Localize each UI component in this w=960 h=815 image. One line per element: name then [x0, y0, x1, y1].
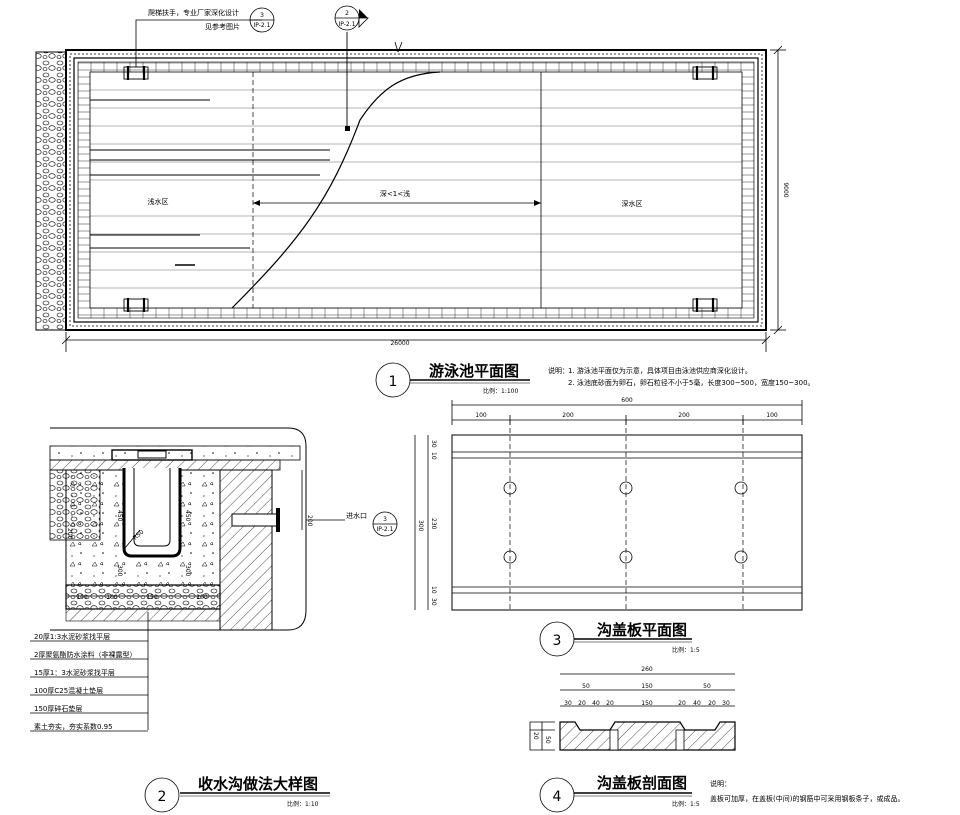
svg-text:20: 20	[532, 732, 539, 740]
svg-text:100: 100	[106, 594, 118, 601]
svg-text:20: 20	[678, 700, 686, 707]
cover-section-title: 沟盖板剖面图	[597, 774, 687, 792]
svg-text:200: 200	[562, 412, 574, 419]
svg-text:100: 100	[475, 412, 487, 419]
layer-1: 20厚1:3水泥砂浆找平层	[34, 632, 110, 641]
layer-list: 20厚1:3水泥砂浆找平层 2厚聚氨酯防水涂料（非裸露型） 15厚1：3水泥砂浆…	[30, 632, 148, 732]
svg-text:150: 150	[641, 683, 653, 690]
ladder-icon	[692, 66, 718, 80]
length-dimension: 26000	[61, 332, 771, 352]
layer-2: 2厚聚氨酯防水涂料（非裸露型）	[34, 650, 136, 659]
cover-plan: 600 100 200 200 100 300 30 10 230 10 30 …	[414, 397, 803, 657]
cover-plan-scale: 比例：1:5	[672, 646, 700, 654]
inlet-label: 进水口	[346, 511, 367, 520]
cover-outline	[451, 434, 803, 611]
cover-holes	[503, 481, 748, 564]
pool-note-2: 2. 泳池底砂面为卵石，卵石粒径不小于5毫，长度300~500，宽度150~30…	[568, 378, 815, 387]
gutter-detail-title: 收水沟做法大样图	[198, 775, 318, 793]
svg-text:40: 40	[693, 700, 701, 707]
section-marker: 2 IP-2.1	[334, 5, 369, 131]
pool-note-label: 说明：	[548, 366, 569, 375]
drawing-index: 3	[553, 633, 562, 649]
pool-floor	[89, 71, 743, 309]
svg-text:IP-2.1: IP-2.1	[377, 526, 394, 533]
detail-ref-sheet: IP-2.1	[254, 22, 271, 29]
svg-text:9000: 9000	[782, 182, 789, 197]
stone-edge	[35, 51, 67, 331]
svg-text:150: 150	[641, 700, 653, 707]
section-ref-number: 2	[345, 10, 349, 17]
svg-text:50: 50	[703, 683, 711, 690]
drawing-index: 4	[553, 789, 562, 805]
gutter-detail-scale: 比例：1:10	[287, 800, 319, 808]
svg-text:230: 230	[430, 518, 437, 530]
svg-text:50: 50	[544, 736, 551, 744]
pool-note-1: 1. 游泳池平面仅为示意，具体项目由泳池供应商深化设计。	[568, 366, 752, 375]
ladder-note-line2: 见参考图片	[205, 22, 240, 31]
svg-text:20: 20	[578, 700, 586, 707]
drawing-index: 2	[158, 789, 167, 805]
svg-text:200: 200	[678, 412, 690, 419]
svg-text:300: 300	[417, 520, 424, 532]
slope-curve	[231, 71, 441, 309]
svg-text:50: 50	[582, 683, 590, 690]
shallow-zone-label: 浅水区	[148, 197, 169, 206]
gutter-bottom-dims: 100 100 150 100	[66, 594, 220, 601]
detail-ref-number: 3	[260, 12, 264, 19]
pool-plan-scale: 比例：1:100	[483, 387, 518, 395]
cover-note-label: 说明：	[710, 779, 731, 788]
cover-section-body	[559, 721, 736, 751]
svg-text:30: 30	[430, 440, 437, 448]
cover-note-text: 盖板可加厚，在盖板(中间)的钢筋中可采用钢板条子，或成品。	[710, 794, 904, 803]
svg-text:300: 300	[116, 565, 123, 577]
svg-text:100: 100	[766, 412, 778, 419]
svg-text:40: 40	[592, 700, 600, 707]
svg-text:260: 260	[641, 666, 653, 673]
svg-text:100: 100	[196, 594, 208, 601]
svg-text:20: 20	[708, 700, 716, 707]
svg-text:200: 200	[306, 515, 313, 527]
svg-text:450: 450	[184, 510, 191, 522]
layer-6: 素土夯实，夯实系数0.95	[34, 722, 113, 731]
svg-text:30: 30	[564, 700, 572, 707]
cover-section: 260 50 150 50 30 20 40 20 150 20 40 20 3…	[529, 666, 904, 813]
svg-text:600: 600	[621, 397, 633, 404]
ladder-icon	[123, 298, 149, 312]
pool-outer-wall	[65, 49, 767, 331]
svg-text:10: 10	[430, 452, 437, 460]
cover-section-scale: 比例：1:5	[672, 800, 700, 808]
drawing-index: 1	[389, 374, 398, 390]
section-ref-sheet: IP-2.1	[339, 21, 356, 28]
svg-text:450: 450	[116, 510, 123, 522]
svg-text:100: 100	[76, 594, 88, 601]
svg-text:3: 3	[383, 516, 387, 523]
svg-text:300: 300	[184, 565, 191, 577]
transition-zone-label: 深<1<浅	[380, 189, 410, 198]
gutter-detail: R50 100 100 150 100 200 450 300 450 300 …	[30, 427, 398, 813]
svg-text:200: 200	[66, 528, 73, 540]
ladder-note-line1: 爬梯扶手，专业厂家深化设计	[148, 8, 239, 17]
pool-plan: 3 IP-2.1 爬梯扶手，专业厂家深化设计 见参考图片 2 IP-2.1 浅水…	[35, 5, 815, 398]
svg-text:30: 30	[430, 598, 437, 606]
svg-text:20: 20	[606, 700, 614, 707]
ladder-icon	[692, 298, 718, 312]
svg-text:150: 150	[146, 594, 158, 601]
svg-text:26000: 26000	[390, 340, 409, 347]
width-dimension: 9000	[770, 45, 789, 335]
layer-4: 100厚C25混凝土垫层	[34, 686, 103, 695]
pool-plan-title: 游泳池平面图	[429, 362, 519, 380]
svg-text:10: 10	[430, 586, 437, 594]
svg-text:30: 30	[722, 700, 730, 707]
deep-zone-label: 深水区	[622, 199, 643, 208]
layer-3: 15厚1：3水泥砂浆找平层	[34, 668, 115, 677]
layer-5: 150厚碎石垫层	[34, 704, 82, 713]
cover-plan-title: 沟盖板平面图	[597, 621, 687, 639]
cover-section-subdims: 30 20 40 20 150 20 40 20 30	[564, 700, 730, 707]
gutter-side-dims: 200 450 300 450 300 200	[66, 470, 313, 577]
